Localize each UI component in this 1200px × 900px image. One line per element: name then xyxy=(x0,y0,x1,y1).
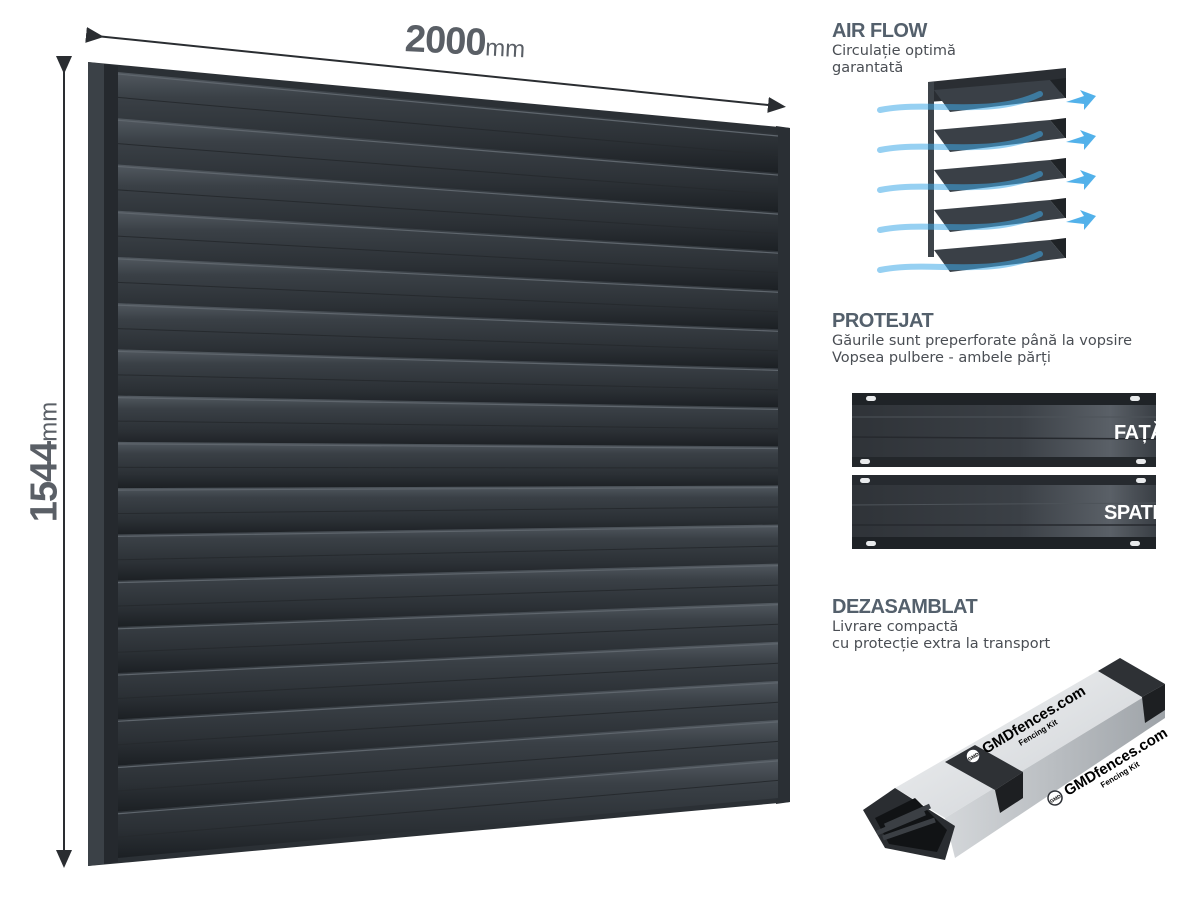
slat-groove xyxy=(117,466,779,469)
slat-highlight xyxy=(117,721,779,769)
feature-protected: PROTEJAT Găurile sunt preperforate până … xyxy=(832,310,1132,367)
slat-highlight xyxy=(117,443,779,450)
slat-highlight xyxy=(117,486,779,491)
louver-blade xyxy=(934,120,1065,152)
slat-groove xyxy=(117,506,779,515)
air-stream xyxy=(877,131,1043,153)
slat-highlight xyxy=(117,350,779,371)
packaging-box-image: GMD GMDfences.com Fencing Kit GMD GMDfen… xyxy=(863,658,1171,860)
air-stream xyxy=(877,211,1043,233)
louver-edge xyxy=(1050,78,1066,98)
louver-edge xyxy=(1050,238,1066,258)
slat-groove xyxy=(117,740,779,792)
feature-line: Găurile sunt preperforate până la vopsir… xyxy=(832,333,1133,349)
panel-slat xyxy=(118,210,778,291)
panel-slat xyxy=(118,118,778,213)
slat-highlight xyxy=(117,565,779,584)
slat-highlight xyxy=(117,165,779,215)
slat-groove xyxy=(117,96,779,156)
air-arrow xyxy=(1066,90,1096,110)
slat-highlight xyxy=(117,73,779,137)
slat-groove xyxy=(117,143,779,196)
panel-slat xyxy=(118,256,778,330)
slat-highlight xyxy=(117,643,779,676)
panel-slat xyxy=(118,395,778,447)
slat-highlight xyxy=(117,682,779,722)
air-stream xyxy=(877,171,1043,193)
height-value: 1544 xyxy=(23,441,66,523)
air-stream xyxy=(877,91,1043,113)
louver-edge xyxy=(1050,158,1066,178)
width-value: 2000 xyxy=(403,18,487,65)
louver-blade xyxy=(934,240,1065,272)
feature-title: DEZASAMBLAT xyxy=(832,596,978,618)
panel-slat xyxy=(118,441,778,489)
slat-highlight xyxy=(117,604,779,630)
height-unit: mm xyxy=(35,401,63,442)
slat-groove xyxy=(117,328,779,352)
air-flow-icon xyxy=(877,90,1096,273)
louver-edge xyxy=(1050,198,1066,218)
slat-highlight xyxy=(117,119,779,176)
feature-line: Circulație optimă xyxy=(832,43,956,59)
air-arrow xyxy=(1066,130,1096,150)
feature-title: AIR FLOW xyxy=(832,20,927,42)
slat-highlight xyxy=(117,525,779,537)
air-arrow xyxy=(1066,170,1096,190)
width-unit: mm xyxy=(484,34,526,64)
box-logo: GMD xyxy=(967,752,980,763)
slat-groove xyxy=(117,420,779,430)
height-dimension-label: 1544mm xyxy=(24,402,67,523)
slat-groove xyxy=(117,584,779,607)
slat-groove xyxy=(117,545,779,561)
slat-groove xyxy=(117,662,779,699)
slat-groove xyxy=(117,623,779,653)
width-dimension-label: 2000mm xyxy=(404,18,527,67)
slat-groove xyxy=(117,281,779,313)
slat-highlight xyxy=(117,397,779,411)
front-label: FAȚĂ xyxy=(1114,422,1165,444)
air-stream xyxy=(877,251,1043,273)
box-logo: GMD xyxy=(1049,794,1062,805)
panel-slats xyxy=(117,72,779,858)
slat-highlight xyxy=(117,304,779,332)
slat-groove xyxy=(117,374,779,391)
feature-disassembled: DEZASAMBLAT Livrare compactă cu protecți… xyxy=(832,596,1050,653)
slat-highlight xyxy=(117,258,779,293)
feature-line: cu protecție extra la transport xyxy=(832,636,1051,652)
feature-airflow: AIR FLOW Circulație optimă garantată xyxy=(832,20,956,77)
feature-line: Livrare compactă xyxy=(832,619,959,635)
back-slat xyxy=(852,475,1156,549)
louver-blade xyxy=(934,200,1065,232)
airflow-louver-image xyxy=(877,68,1096,273)
slat-groove xyxy=(117,701,779,746)
feature-title: PROTEJAT xyxy=(832,310,934,332)
slat-highlight xyxy=(117,212,779,254)
slat-highlight xyxy=(117,760,779,815)
back-label: SPATE xyxy=(1104,502,1166,524)
air-arrow xyxy=(1066,210,1096,230)
slat-groove xyxy=(117,779,779,838)
louver-blade xyxy=(934,80,1065,112)
panel-slat xyxy=(118,349,778,408)
slat-groove xyxy=(117,189,779,235)
feature-line: Vopsea pulbere - ambele părți xyxy=(832,350,1051,366)
louver-edge xyxy=(1050,118,1066,138)
panel-slat xyxy=(118,72,778,174)
feature-line: garantată xyxy=(832,60,904,76)
louver-blade xyxy=(934,160,1065,192)
panel-slat xyxy=(118,164,778,252)
width-arrow xyxy=(85,27,786,113)
panel-slat xyxy=(118,303,778,369)
slat-samples xyxy=(852,393,1156,549)
slat-groove xyxy=(117,235,779,274)
front-slat xyxy=(852,393,1156,467)
